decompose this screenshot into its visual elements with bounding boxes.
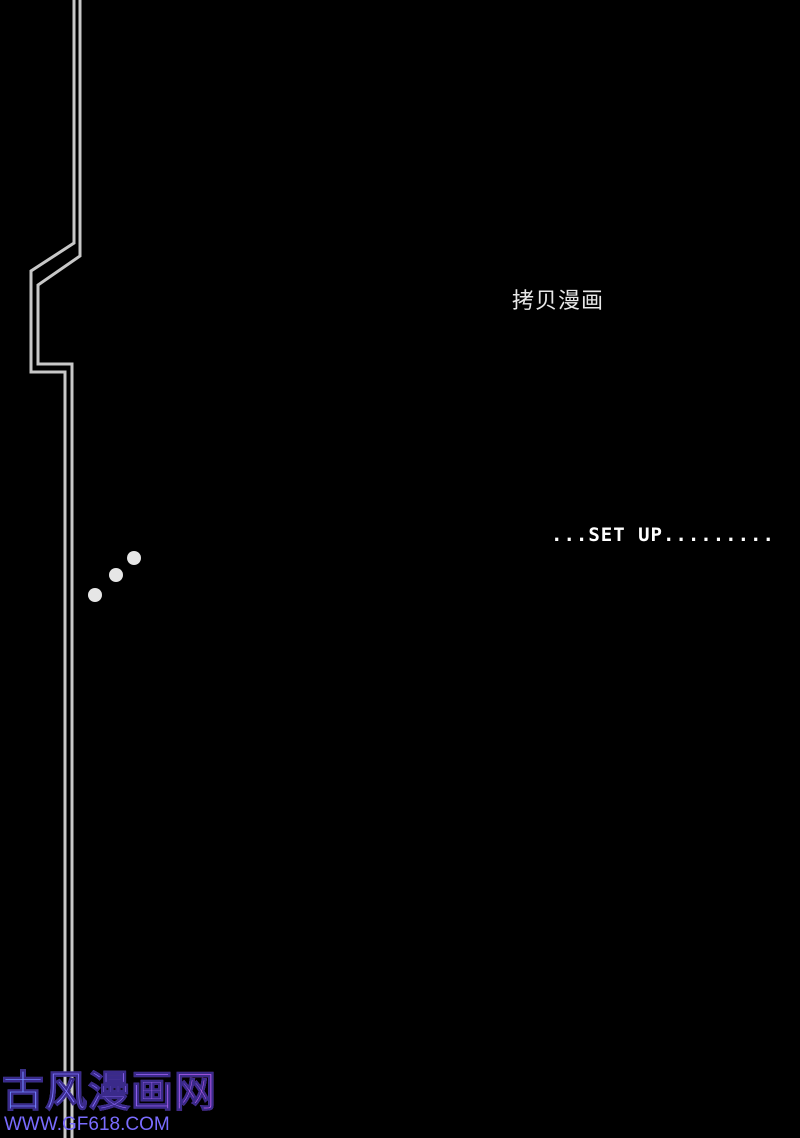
trace-node-1 <box>127 551 141 565</box>
trace-node-2 <box>109 568 123 582</box>
horizontal-circuit-traces <box>88 551 800 602</box>
watermark-logo: 古风漫画网 <box>1 1058 217 1119</box>
vertical-circuit-trace <box>29 0 82 1138</box>
vertical-trace-inner <box>36 0 82 1138</box>
caption-text: 拷贝漫画 <box>512 289 605 314</box>
watermark-url: WWW.GF618.COM <box>4 1114 170 1135</box>
trace-node-3 <box>88 588 102 602</box>
vertical-trace-outer <box>29 0 76 1138</box>
setup-text: ...SET UP......... <box>551 524 775 546</box>
